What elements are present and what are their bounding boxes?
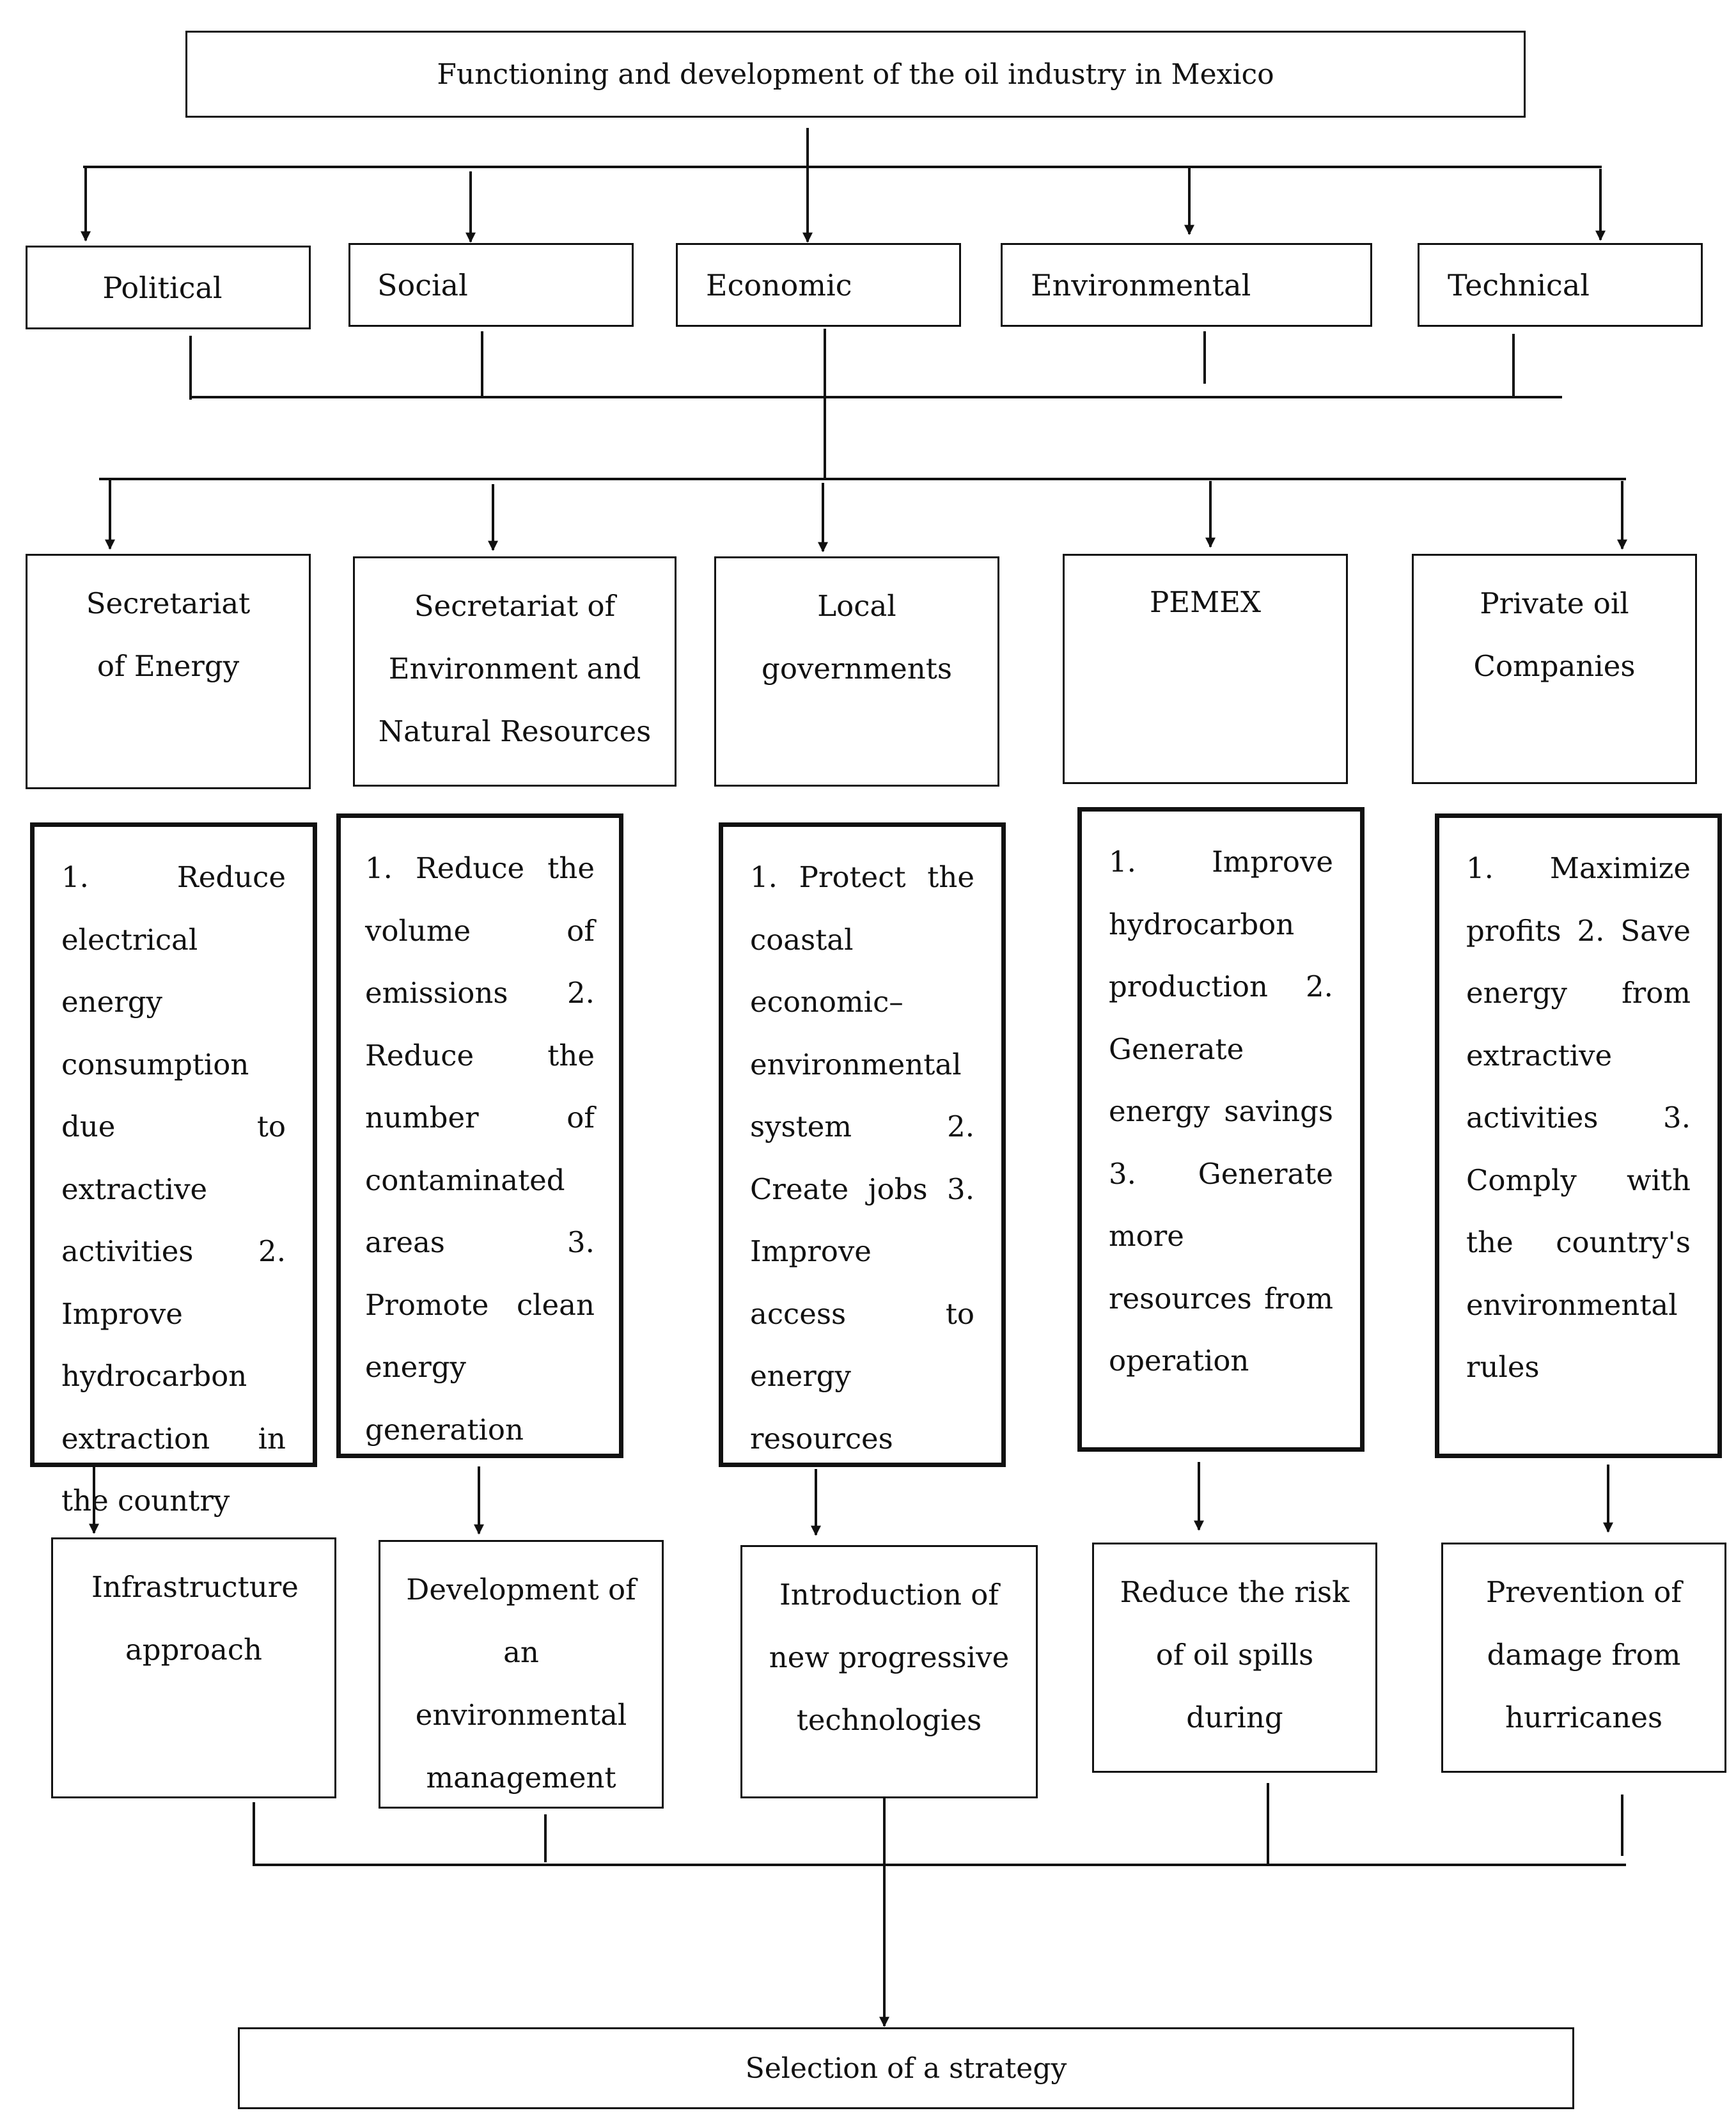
strategy-label: Reduce the risk of oil spills during xyxy=(1120,1575,1350,1734)
category-social: Social xyxy=(348,243,634,327)
category-label: Environmental xyxy=(1031,267,1251,302)
goals-pemex: 1. Improve hydrocarbon production 2. Gen… xyxy=(1077,807,1365,1452)
stakeholder-label: Private oil Companies xyxy=(1473,586,1636,683)
goals-secretariat-of-energy: 1. Reduce electrical energy consumption … xyxy=(30,822,317,1518)
strategy-oil-spills: Reduce the risk of oil spills during xyxy=(1092,1543,1377,1773)
goals-text: 1. Reduce the volume of emissions 2. Red… xyxy=(365,851,595,1447)
top-title-box: Functioning and development of the oil i… xyxy=(185,31,1526,118)
strategy-new-technologies: Introduction of new progressive technolo… xyxy=(740,1545,1038,1798)
stakeholder-local-governments: Local governments xyxy=(714,556,999,787)
category-label: Political xyxy=(102,270,223,305)
strategy-label: Development of an environmental manageme… xyxy=(406,1573,636,1795)
strategy-label: Prevention of damage from hurricanes xyxy=(1485,1575,1682,1734)
final-selection-box: Selection of a strategy xyxy=(238,2027,1574,2109)
strategy-infrastructure: Infrastructure approach xyxy=(51,1537,336,1798)
stakeholder-label: Local governments xyxy=(762,589,952,686)
strategy-hurricanes: Prevention of damage from hurricanes xyxy=(1441,1543,1726,1773)
category-technical: Technical xyxy=(1418,243,1703,327)
stakeholder-pemex: PEMEX xyxy=(1063,554,1348,784)
stakeholder-label: Secretariat of Energy xyxy=(86,586,251,683)
final-label: Selection of a strategy xyxy=(745,2052,1067,2085)
category-economic: Economic xyxy=(676,243,961,327)
stakeholder-private-oil-companies: Private oil Companies xyxy=(1412,554,1697,784)
goals-private-oil-companies: 1. Maximize profits 2. Save energy from … xyxy=(1435,813,1722,1458)
stakeholder-secretariat-of-environment: Secretariat of Environment and Natural R… xyxy=(353,556,676,787)
goals-text: 1. Maximize profits 2. Save energy from … xyxy=(1466,851,1691,1384)
category-environmental: Environmental xyxy=(1001,243,1372,327)
strategy-environmental-management: Development of an environmental manageme… xyxy=(379,1540,664,1809)
goals-text: 1. Reduce electrical energy consumption … xyxy=(61,860,286,1518)
goals-text: 1. Improve hydrocarbon production 2. Gen… xyxy=(1109,845,1333,1378)
stakeholder-secretariat-of-energy: Secretariat of Energy xyxy=(26,554,311,789)
stakeholder-label: PEMEX xyxy=(1149,585,1262,619)
category-political: Political xyxy=(26,246,311,329)
category-label: Technical xyxy=(1448,267,1590,302)
goals-secretariat-of-environment: 1. Reduce the volume of emissions 2. Red… xyxy=(336,813,623,1458)
category-label: Economic xyxy=(706,267,852,302)
strategy-label: Introduction of new progressive technolo… xyxy=(769,1578,1010,1737)
stakeholder-label: Secretariat of Environment and Natural R… xyxy=(378,589,652,748)
category-label: Social xyxy=(377,267,468,302)
goals-text: 1. Protect the coastal economic–environm… xyxy=(750,860,974,1456)
top-title: Functioning and development of the oil i… xyxy=(437,58,1274,91)
strategy-label: Infrastructure approach xyxy=(91,1570,299,1667)
goals-local-governments: 1. Protect the coastal economic–environm… xyxy=(719,822,1006,1467)
